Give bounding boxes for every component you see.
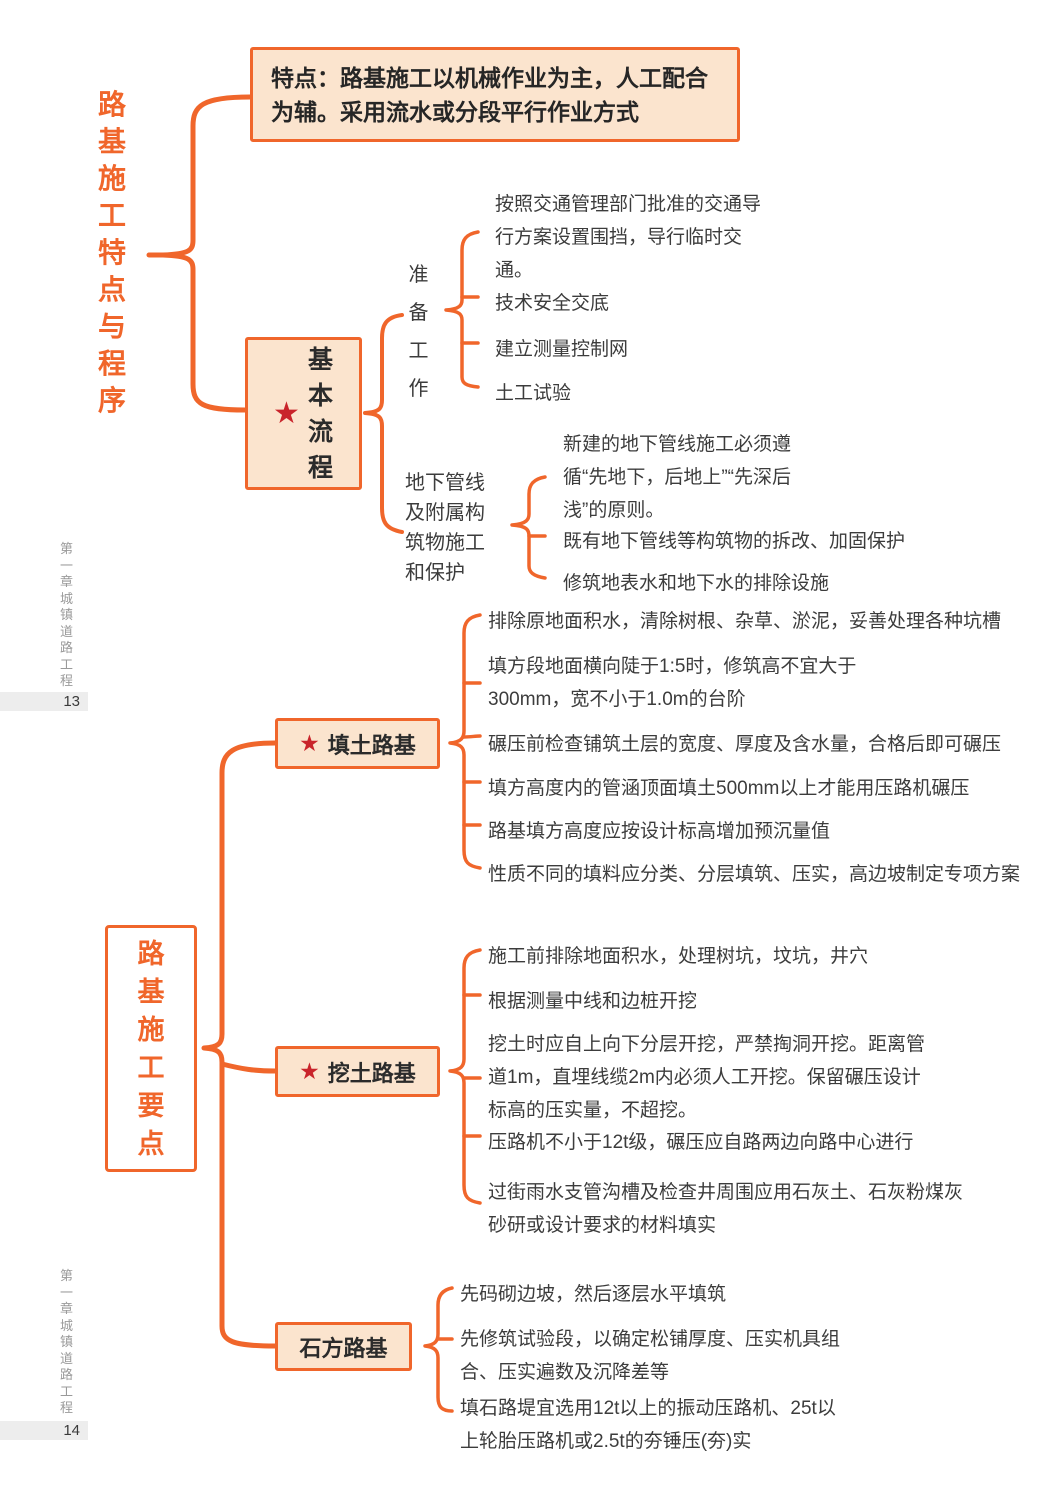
connector-prep-brace — [444, 230, 480, 389]
chapter-label: 第一章城镇道路工程 — [59, 541, 73, 688]
prep-item: 技术安全交底 — [495, 293, 610, 314]
page-number-band: 13 — [0, 692, 88, 711]
star-icon: ★ — [273, 396, 300, 430]
cut-item: 挖土时应自上向下分层开挖，严禁掏洞开挖。距离管道1m，直埋线缆2m内必须人工开挖… — [488, 1034, 926, 1121]
rock-item: 先修筑试验段，以确定松铺厚度、压实机具组合、压实遍数及沉降差等 — [460, 1329, 841, 1383]
cut-subgrade-label: 挖土路基 — [327, 1060, 416, 1086]
fill-item: 排除原地面积水，清除树根、杂草、淤泥，妥善处理各种坑槽 — [488, 611, 1002, 632]
page-number-band: 14 — [0, 1421, 88, 1440]
rock-subgrade-label: 石方路基 — [299, 1335, 388, 1361]
fill-item: 填方高度内的管涵顶面填土500mm以上才能用压路机碾压 — [488, 778, 970, 799]
rock-subgrade-node: 石方路基 — [275, 1322, 412, 1371]
connector-keypoints-mid-arm — [219, 1061, 278, 1074]
pipeline-item: 修筑地表水和地下水的排除设施 — [563, 573, 830, 594]
star-icon: ★ — [299, 1058, 320, 1084]
connector-keypoints-trunk — [201, 740, 278, 1349]
rock-item: 先码砌边坡，然后逐层水平填筑 — [460, 1284, 727, 1305]
basic-flow-label: 基本流程 — [307, 345, 333, 482]
key-points-topic: 路基施工要点 — [105, 925, 197, 1172]
rock-item: 填石路堤宜选用12t以上的振动压路机、25t以上轮胎压路机或2.5t的夯锤压(夯… — [460, 1398, 836, 1452]
pipeline-label: 地下管线及附属构筑物施工和保护 — [405, 472, 485, 584]
prep-item: 建立测量控制网 — [495, 339, 629, 360]
connector-fill-tick-2 — [462, 734, 482, 739]
cut-subgrade-node: ★ 挖土路基 — [275, 1046, 440, 1097]
cut-item: 施工前排除地面积水，处理树坑，坟坑，井穴 — [488, 946, 869, 967]
pipeline-item: 既有地下管线等构筑物的拆改、加固保护 — [563, 531, 906, 552]
basic-flow-node: ★ 基本流程 — [245, 337, 362, 490]
prep-work-label: 准备工作 — [408, 264, 429, 400]
connector-pipeline-brace — [510, 475, 547, 580]
fill-item: 填方段地面横向陡于1:5时，修筑高不宜大于300mm，宽不小于1.0m的台阶 — [488, 656, 857, 710]
prep-item: 按照交通管理部门批准的交通导行方案设置围挡，导行临时交通。 — [495, 194, 762, 281]
page-number: 14 — [63, 1422, 80, 1439]
cut-item: 压路机不小于12t级，碾压应自路两边向路中心进行 — [488, 1132, 914, 1153]
prep-item: 土工试验 — [495, 383, 572, 404]
star-icon: ★ — [299, 730, 320, 756]
connector-flow-brace — [363, 313, 404, 534]
chapter-label: 第一章城镇道路工程 — [59, 1268, 73, 1415]
connector-main-brace — [160, 94, 253, 413]
fill-subgrade-node: ★ 填土路基 — [275, 718, 440, 769]
fill-item: 性质不同的填料应分类、分层填筑、压实，高边坡制定专项方案 — [488, 864, 1021, 885]
cut-item: 根据测量中线和边桩开挖 — [488, 991, 698, 1012]
connector-rock-brace — [423, 1286, 454, 1413]
connector-fill-brace — [448, 613, 482, 870]
fill-item: 碾压前检查铺筑土层的宽度、厚度及含水量，合格后即可碾压 — [488, 734, 1002, 755]
page-number: 13 — [63, 693, 80, 710]
key-points-label: 路基施工要点 — [137, 938, 165, 1159]
feature-node: 特点：路基施工以机械作业为主，人工配合为辅。采用流水或分段平行作业方式 — [250, 47, 740, 142]
pipeline-item: 新建的地下管线施工必须遵循“先地下，后地上”“先深后浅”的原则。 — [563, 434, 792, 521]
fill-item: 路基填方高度应按设计标高增加预沉量值 — [488, 821, 831, 842]
cut-item: 过街雨水支管沟槽及检查井周围应用石灰土、石灰粉煤灰砂研或设计要求的材料填实 — [488, 1182, 964, 1236]
feature-text: 特点：路基施工以机械作业为主，人工配合为辅。采用流水或分段平行作业方式 — [271, 64, 708, 125]
connector-cut-brace — [448, 948, 482, 1205]
main-topic-features-procedure: 路基施工特点与程序 — [97, 89, 126, 416]
fill-subgrade-label: 填土路基 — [327, 732, 416, 758]
